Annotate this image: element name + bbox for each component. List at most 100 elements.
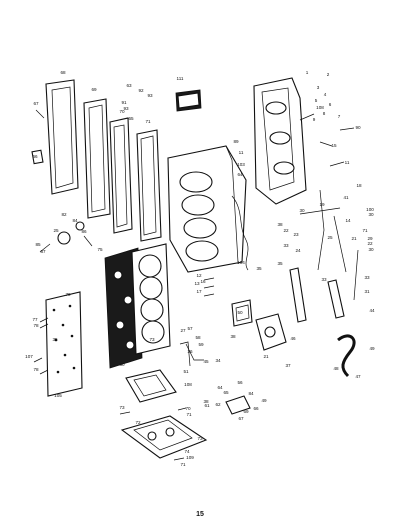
callout-45: 45 bbox=[203, 359, 209, 364]
intake-gasket bbox=[125, 369, 177, 403]
callout-58: 58 bbox=[195, 335, 201, 340]
callout-24: 24 bbox=[295, 248, 301, 253]
callout-15: 15 bbox=[331, 143, 337, 148]
callout-25: 25 bbox=[53, 228, 59, 233]
callout-2: 2 bbox=[327, 72, 330, 77]
callout-86: 86 bbox=[81, 229, 87, 234]
callout-22: 22 bbox=[367, 241, 373, 246]
callout-36: 36 bbox=[187, 349, 193, 354]
callout-6: 6 bbox=[329, 102, 332, 107]
callout-70: 70 bbox=[119, 109, 125, 114]
callout-108: 108 bbox=[316, 105, 324, 110]
callout-109: 109 bbox=[186, 455, 194, 460]
callout-82: 82 bbox=[61, 212, 67, 217]
callout-73: 73 bbox=[197, 436, 203, 441]
callout-111: 111 bbox=[177, 76, 184, 81]
callout-37: 37 bbox=[285, 363, 291, 368]
intake-adapter bbox=[120, 415, 208, 459]
callout-47: 47 bbox=[355, 374, 361, 379]
bolts bbox=[33, 109, 355, 461]
callout-100: 100 bbox=[366, 207, 374, 212]
callout-14: 14 bbox=[345, 218, 351, 223]
callout-33: 33 bbox=[283, 243, 289, 248]
throttle-linkage bbox=[289, 189, 359, 323]
callout-79: 79 bbox=[65, 292, 71, 297]
callout-71: 71 bbox=[145, 119, 151, 124]
callout-67: 67 bbox=[33, 101, 39, 106]
callout-30: 30 bbox=[299, 208, 305, 213]
callout-78: 78 bbox=[33, 367, 39, 372]
callout-38: 38 bbox=[230, 334, 236, 339]
callout-66: 66 bbox=[253, 406, 259, 411]
callout-69: 69 bbox=[91, 87, 97, 92]
callout-73: 73 bbox=[149, 337, 155, 342]
callout-66: 66 bbox=[32, 154, 38, 159]
gasket-plate-1 bbox=[83, 98, 111, 219]
gasket-plate-2 bbox=[109, 117, 133, 234]
callout-21: 21 bbox=[351, 236, 357, 241]
callout-41: 41 bbox=[343, 195, 349, 200]
callout-27: 27 bbox=[180, 328, 186, 333]
callout-9: 9 bbox=[313, 117, 316, 122]
decal-plate bbox=[175, 89, 202, 112]
callout-18: 18 bbox=[356, 183, 362, 188]
page-number: 15 bbox=[196, 511, 204, 518]
callout-69: 69 bbox=[243, 409, 249, 414]
callout-33: 33 bbox=[364, 275, 370, 280]
callout-87: 87 bbox=[40, 249, 46, 254]
callout-49: 49 bbox=[369, 346, 375, 351]
callout-84: 84 bbox=[248, 391, 254, 396]
wire-harness bbox=[231, 195, 249, 271]
callout-105: 105 bbox=[54, 393, 62, 398]
callout-93: 93 bbox=[123, 106, 129, 111]
callout-25: 25 bbox=[327, 235, 333, 240]
callout-73: 73 bbox=[119, 405, 125, 410]
head-gasket bbox=[131, 243, 171, 355]
callout-35: 35 bbox=[277, 261, 283, 266]
callout-71: 71 bbox=[180, 462, 186, 467]
callout-78: 78 bbox=[33, 323, 39, 328]
callout-4: 4 bbox=[324, 92, 327, 97]
callout-64: 64 bbox=[217, 385, 223, 390]
callout-50: 50 bbox=[237, 310, 243, 315]
gasket-plate-3 bbox=[136, 129, 162, 242]
callout-38: 38 bbox=[203, 399, 209, 404]
callout-74: 74 bbox=[184, 449, 190, 454]
valve-housing bbox=[255, 313, 287, 351]
callout-89: 89 bbox=[233, 139, 239, 144]
thermostat-housing bbox=[39, 221, 93, 253]
callout-31: 31 bbox=[364, 289, 370, 294]
small-fitting bbox=[225, 395, 251, 415]
callout-21: 21 bbox=[263, 354, 269, 359]
crankcase-cover bbox=[253, 77, 307, 205]
callout-104: 104 bbox=[237, 260, 245, 265]
cover-plate bbox=[45, 291, 83, 397]
callout-71: 71 bbox=[186, 412, 192, 417]
callout-49: 49 bbox=[261, 398, 267, 403]
callout-61: 61 bbox=[204, 403, 210, 408]
callout-35: 35 bbox=[256, 266, 262, 271]
callout-35: 35 bbox=[52, 337, 58, 342]
callout-85: 85 bbox=[35, 242, 41, 247]
callout-107: 107 bbox=[25, 354, 33, 359]
callout-91: 91 bbox=[121, 100, 127, 105]
callout-68: 68 bbox=[60, 70, 66, 75]
callout-19: 19 bbox=[319, 202, 325, 207]
callout-7: 7 bbox=[338, 114, 341, 119]
callout-56: 56 bbox=[237, 380, 243, 385]
bracket bbox=[179, 341, 204, 367]
callout-65: 65 bbox=[128, 116, 134, 121]
callout-12: 12 bbox=[196, 273, 202, 278]
callout-84: 84 bbox=[72, 218, 78, 223]
callout-29: 29 bbox=[367, 236, 373, 241]
callout-75: 75 bbox=[97, 247, 103, 252]
callout-5: 5 bbox=[315, 98, 318, 103]
callout-93: 93 bbox=[147, 93, 153, 98]
callout-44: 44 bbox=[369, 308, 375, 313]
callout-16: 16 bbox=[200, 279, 206, 284]
callout-11: 11 bbox=[345, 160, 350, 165]
bypass-hose bbox=[337, 334, 356, 378]
